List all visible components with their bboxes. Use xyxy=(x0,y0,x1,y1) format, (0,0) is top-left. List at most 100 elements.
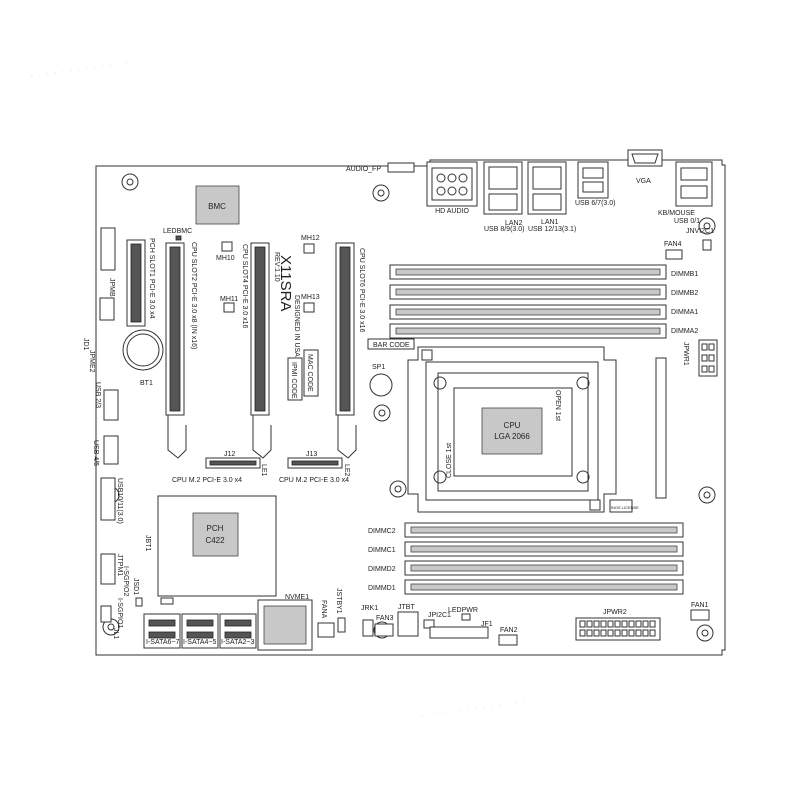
rear-io: AUDIO_FP HD AUDIO LAN2 USB 8/9(3.0) LAN1… xyxy=(346,149,713,233)
mac-code-label: MAC CODE xyxy=(306,354,313,392)
jbt1-label: JBT1 xyxy=(144,535,151,551)
jtbt-header xyxy=(397,611,419,637)
dimm-left-label-3: DIMMD1 xyxy=(368,585,396,592)
isgpio1-label: I-SGPIO1 xyxy=(116,598,123,628)
usb23-label: USB 2/3 xyxy=(94,382,101,408)
bar-code-label: BAR CODE xyxy=(373,342,410,349)
sata-ports: I-SATA6~7 I-SATA4~5 I-SATA2~3 xyxy=(143,613,257,649)
fan1-header xyxy=(690,609,710,621)
jpmb-header xyxy=(99,297,115,321)
dimm-group-right xyxy=(389,264,667,339)
lan1-port xyxy=(527,161,567,215)
battery-bt1 xyxy=(122,329,164,371)
jl1-header xyxy=(100,605,112,623)
jnvi2c1-label: JNVI2C1 xyxy=(686,228,714,235)
dimm-right-label-2: DIMMA1 xyxy=(671,309,698,316)
dimm-group-left xyxy=(404,522,684,595)
jrk1-label: JRK1 xyxy=(361,605,378,612)
mac-code-box xyxy=(303,349,319,397)
usb-89-label: USB 8/9(3.0) xyxy=(484,226,524,233)
ledbmc-label: LEDBMC xyxy=(163,228,192,235)
jsd1-label: JSD1 xyxy=(132,578,139,595)
slot2-label: CPU SLOT2 PCI-E 3.0 x8 (IN x16) xyxy=(190,242,197,349)
mh10-label: MH10 xyxy=(216,255,235,262)
ipmi-code-box xyxy=(287,357,303,401)
jl1-label: JL1 xyxy=(112,628,119,639)
dimm-right-label-3: DIMMA2 xyxy=(671,328,698,335)
ipmi-code-label: IPMI CODE xyxy=(290,362,297,399)
close-label: CLOSE 1st xyxy=(446,443,453,478)
sata23-label: I-SATA2~3 xyxy=(221,639,255,646)
sata67-label: I-SATA6~7 xyxy=(146,639,180,646)
pch-model: C422 xyxy=(205,536,225,545)
svg-text:· · · · · · · · · · · · · ·: · · · · · · · · · · · · · · xyxy=(418,693,527,723)
j12-label: J12 xyxy=(224,451,235,458)
board-designed: DESIGNED IN USA xyxy=(293,295,300,357)
bmc-label: BMC xyxy=(208,202,226,211)
jnvi2c1-header xyxy=(702,239,712,251)
vga-label: VGA xyxy=(636,178,651,185)
audio-fp-label: AUDIO_FP xyxy=(346,166,381,173)
bt1-label: BT1 xyxy=(140,380,153,387)
jtbt-label: JTBT xyxy=(398,604,415,611)
usb-1213-label: USB 12/13(3.1) xyxy=(528,226,576,233)
ledpwr-header xyxy=(461,613,471,621)
jf1-header xyxy=(429,626,489,639)
jpwr2-label: JPWR2 xyxy=(603,609,627,616)
nvme1-label: NVME1 xyxy=(285,594,309,601)
mh12-label: MH12 xyxy=(301,235,320,242)
usb1011-header xyxy=(100,477,116,521)
fan2-label: FAN2 xyxy=(500,627,518,634)
com1-header xyxy=(100,227,116,271)
bmc-chip xyxy=(195,185,240,225)
fan2-header xyxy=(498,634,518,646)
m2-a-label: CPU M.2 PCI-E 3.0 x4 xyxy=(172,477,242,484)
fana-label: FANA xyxy=(320,600,327,619)
fana-header xyxy=(317,622,335,638)
jsd1-header xyxy=(135,597,143,607)
hd-audio-label: HD AUDIO xyxy=(435,208,469,215)
bios-license-box xyxy=(609,499,633,513)
fan3-label: FAN3 xyxy=(376,615,394,622)
sp1-label: SP1 xyxy=(372,364,385,371)
lan2-label: LAN2 xyxy=(505,220,523,227)
hd-audio-port xyxy=(426,161,478,207)
speaker-sp1 xyxy=(369,373,393,397)
jpwr1-label: JPWR1 xyxy=(682,342,689,366)
fan4-header xyxy=(665,249,683,260)
usb1011-label: USB10/11(3.0) xyxy=(116,478,123,524)
open-label: OPEN 1st xyxy=(554,390,561,421)
cpu-chip xyxy=(481,407,543,455)
le2-label: LE2 xyxy=(343,464,350,477)
ledpwr-label: LEDPWR xyxy=(448,607,478,614)
jpmb-label: JPMB xyxy=(108,278,115,297)
jpi2c1-label: JPI2C1 xyxy=(428,612,451,619)
mh13-label: MH13 xyxy=(301,294,320,301)
fan1-label: FAN1 xyxy=(691,602,709,609)
usb23-header xyxy=(103,389,119,421)
mh12-marker xyxy=(303,243,315,254)
usb-01-label: USB 0/1 xyxy=(674,218,700,225)
jpwr2-connector xyxy=(575,617,661,641)
jrk1-header xyxy=(362,619,374,637)
lan2-port xyxy=(483,161,523,215)
jtpm1-label: JTPM1 xyxy=(116,554,123,576)
slot1-label: PCH SLOT1 PCI-E 3.0 x4 xyxy=(148,238,155,319)
jstby1-header xyxy=(337,617,346,633)
side-slot xyxy=(655,357,667,499)
bios-license-label: BIOS LICENSE xyxy=(611,505,639,510)
usb45-header xyxy=(103,435,119,465)
sata45-label: I-SATA4~5 xyxy=(183,639,217,646)
svg-text:· · · · · · · · · · · · · ·: · · · · · · · · · · · · · · xyxy=(28,53,137,83)
pcie-slot2 xyxy=(165,242,187,459)
dimm-right-label-1: DIMMB2 xyxy=(671,290,698,297)
lan1-label: LAN1 xyxy=(541,219,559,226)
mh13-marker xyxy=(303,302,315,313)
cpu-socket-type: LGA 2066 xyxy=(494,432,530,441)
fan4-label: FAN4 xyxy=(664,241,682,248)
kbmouse-label: KB/MOUSE xyxy=(658,210,695,217)
mh11-label: MH11 xyxy=(220,296,238,303)
pch-label: PCH xyxy=(207,524,224,533)
m2-b-label: CPU M.2 PCI-E 3.0 x4 xyxy=(279,477,349,484)
